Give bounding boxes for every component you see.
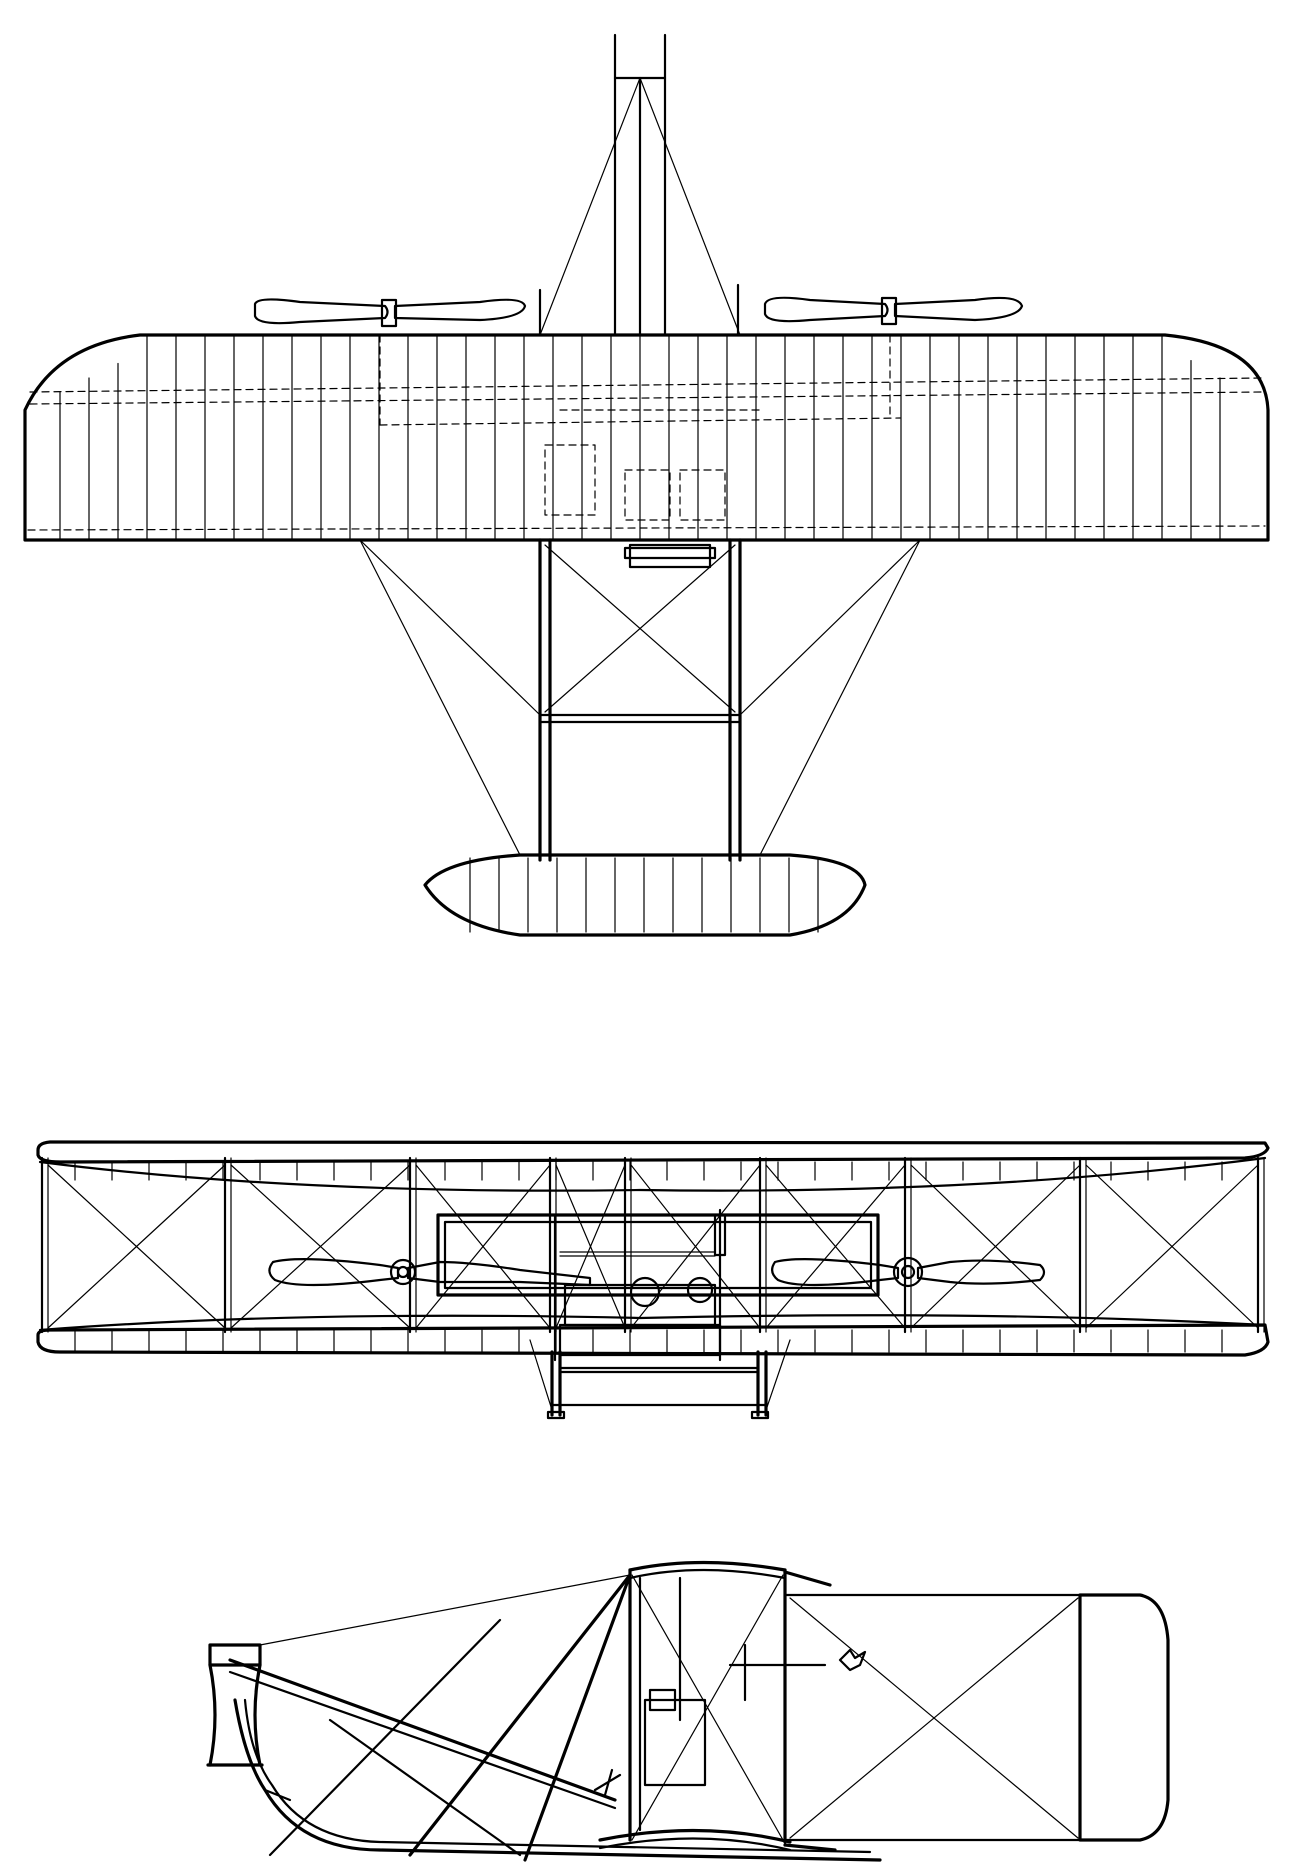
wing-ribs xyxy=(59,334,1221,541)
upper-wing-ribs xyxy=(74,1161,1223,1181)
upper-wing-front xyxy=(36,1140,1270,1192)
side-view xyxy=(206,1560,1170,1862)
top-view xyxy=(23,33,1270,937)
bracing-wire xyxy=(555,1164,626,1329)
bracing-wire xyxy=(47,1164,226,1329)
elevator-and-skids-side xyxy=(206,1573,882,1862)
bracing-wire xyxy=(230,1164,411,1329)
rudder-outriggers xyxy=(539,33,741,337)
lower-wing-front xyxy=(36,1314,1270,1357)
elevator-planform xyxy=(423,853,867,937)
landing-skids-front xyxy=(529,1339,791,1420)
main-wing-planform xyxy=(23,283,1270,542)
bracing-wire xyxy=(1085,1164,1259,1329)
bracing-wire xyxy=(910,1164,1081,1329)
propellers-front xyxy=(268,1256,1046,1288)
elevator-ribs xyxy=(469,857,819,933)
front-view xyxy=(36,1140,1270,1420)
bracing-wire xyxy=(630,1164,761,1329)
propellers-top xyxy=(253,296,1024,328)
bracing-wire xyxy=(765,1164,906,1329)
lower-wing-ribs xyxy=(74,1329,1223,1353)
interplane-struts xyxy=(40,1156,1265,1334)
engine-and-chains xyxy=(436,1208,880,1362)
wing-section-side xyxy=(598,1560,867,1852)
rudder-boom-side xyxy=(783,1593,1170,1842)
skid-frame-top xyxy=(359,538,921,862)
bracing-wire xyxy=(415,1164,551,1329)
